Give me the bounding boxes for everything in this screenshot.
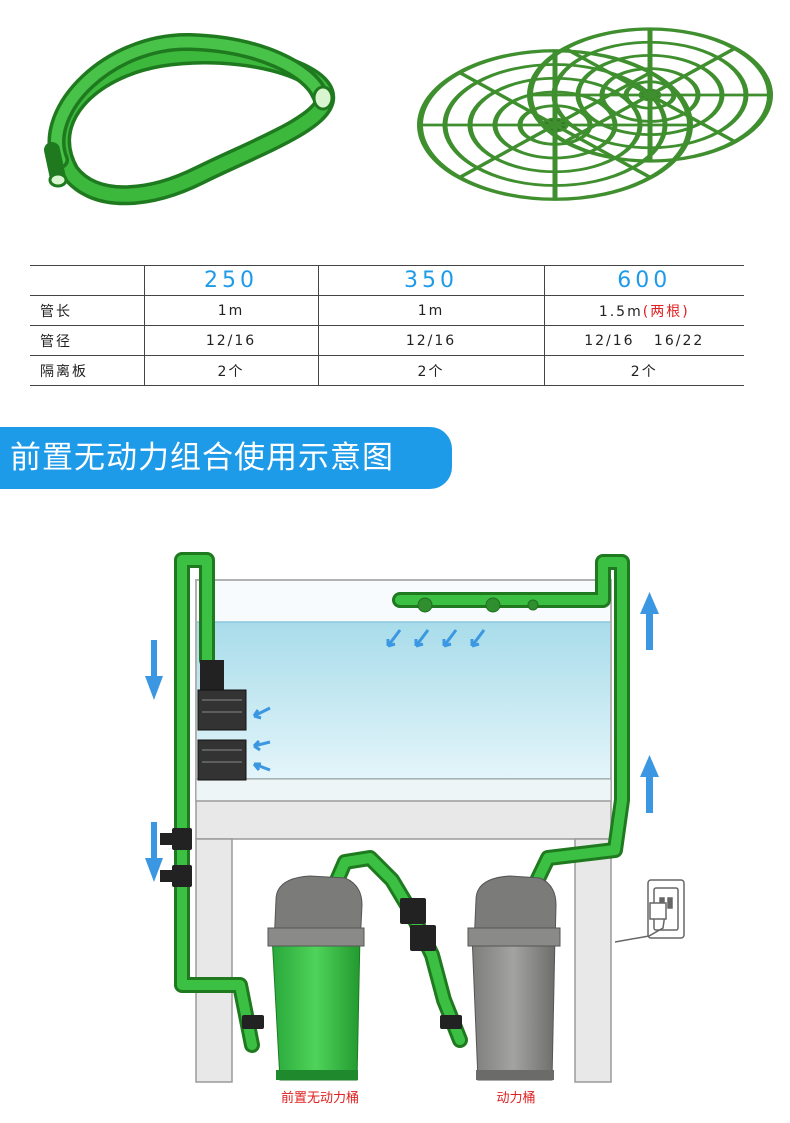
hose-valves	[160, 828, 462, 1029]
cell-350: 12/16	[317, 325, 544, 356]
cell-600-value: 2个	[630, 363, 658, 380]
cell-350: 1m	[317, 295, 544, 326]
spec-table: 250 350 600 管长 1m 1m 1.5m(两根) 管径 12/16 1…	[30, 265, 744, 386]
cell-600-value: 1.5m	[598, 303, 643, 320]
arrow-down-icon	[145, 640, 163, 700]
prefilter-canister	[267, 875, 365, 1081]
table-header-row: 250 350 600	[30, 265, 744, 296]
separator-grid-image	[417, 27, 773, 201]
water-flow-arrows	[252, 629, 486, 772]
connection-hoses	[174, 552, 630, 1053]
table-header-cell: 250	[143, 265, 318, 296]
aquarium-tank	[195, 579, 612, 802]
cell-250: 1m	[143, 295, 318, 326]
intake-strainer	[197, 660, 247, 781]
setup-diagram: 前置无动力桶 动力桶	[145, 552, 685, 1106]
prefilter-label: 前置无动力桶	[281, 1090, 359, 1106]
cell-250: 12/16	[143, 325, 318, 356]
table-header-cell: 600	[543, 265, 744, 296]
cell-350: 2个	[317, 355, 544, 386]
flow-arrows	[145, 592, 659, 882]
row-label: 隔离板	[30, 355, 144, 386]
tank-stand	[195, 800, 612, 1083]
table-row: 管长 1m 1m 1.5m(两根)	[30, 295, 744, 326]
power-canister	[467, 875, 561, 1081]
section-banner: 前置无动力组合使用示意图	[0, 427, 452, 489]
product-photos	[44, 27, 773, 206]
row-label: 管径	[30, 325, 144, 356]
table-header-cell	[30, 265, 144, 296]
spray-bar	[417, 597, 539, 613]
power-outlet-icon	[614, 879, 685, 943]
cell-600-note: (两根)	[642, 303, 690, 320]
row-label: 管长	[30, 295, 144, 326]
cell-250: 2个	[143, 355, 318, 386]
table-header-cell: 350	[317, 265, 544, 296]
green-hose-image	[44, 32, 336, 206]
arrow-down-icon	[145, 822, 163, 882]
table-row: 管径 12/16 12/16 12/16 16/22	[30, 325, 744, 356]
cell-600: 1.5m(两根)	[543, 295, 744, 326]
arrow-up-icon	[640, 592, 659, 650]
arrow-up-icon	[640, 755, 659, 813]
power-canister-label: 动力桶	[496, 1091, 535, 1106]
cell-600: 2个	[543, 355, 744, 386]
cell-600: 12/16 16/22	[543, 325, 744, 356]
table-row: 隔离板 2个 2个 2个	[30, 355, 744, 386]
cell-600-value: 12/16 16/22	[584, 332, 705, 349]
